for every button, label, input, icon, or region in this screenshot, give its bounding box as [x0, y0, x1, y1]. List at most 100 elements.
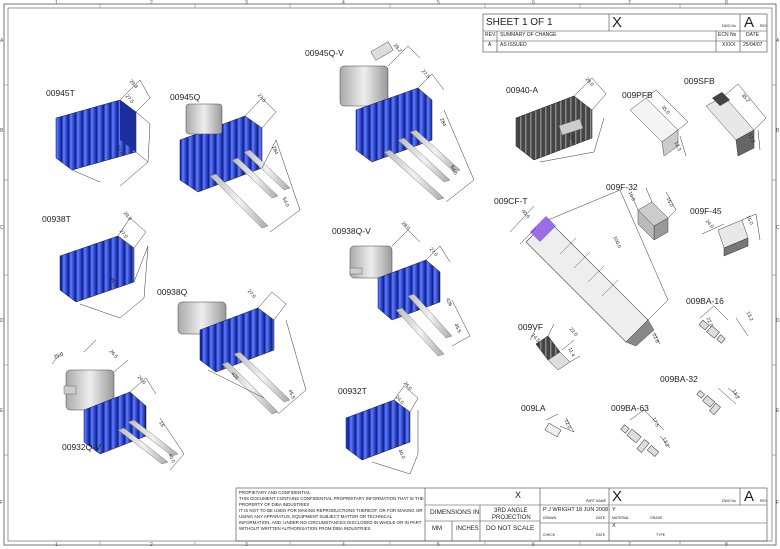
part-label-009BA32: 009BA-32: [660, 374, 698, 384]
part-00940A-illustration: [515, 77, 607, 163]
zone-col-1: 1: [55, 0, 58, 6]
date-col-header: DATE: [746, 32, 759, 38]
sheet-number: SHEET 1 OF 1: [486, 17, 553, 28]
zone-row-D: D: [0, 318, 4, 324]
projection-line-1: 3RD ANGLE: [494, 508, 528, 514]
footer-rev-label: REV: [760, 499, 768, 503]
part-009SFB-illustration: [705, 83, 767, 157]
part-00932QV-illustration: [51, 339, 185, 471]
part-00932T-illustration: [345, 385, 419, 475]
notice-line-2: THIS DOCUMENT CONTAINS CONFIDENTIAL PROP…: [239, 496, 424, 501]
part-009F45-illustration: [701, 213, 761, 257]
zone-row-F: F: [0, 500, 4, 506]
ecn-row-value: XXXX: [722, 42, 736, 48]
zone-row-E: E: [0, 408, 4, 414]
part-label-009BA63: 009BA-63: [611, 403, 649, 413]
drawn-by-value: P J WRIGHT: [543, 507, 575, 513]
zone-col-2-bottom: 2: [150, 542, 153, 548]
zone-col-3: 3: [245, 0, 248, 6]
zone-row-A: A: [0, 38, 4, 44]
header-rev-label: REV: [760, 24, 768, 28]
part-label-009PFB: 009PFB: [622, 90, 653, 100]
notice-line-5: USING ANY APPARATUS, EQUIPMENT SUBJECT M…: [239, 514, 393, 519]
part-label-009CFT: 009CF-T: [494, 196, 528, 206]
part-name-label: PART NAME: [586, 499, 607, 503]
unit-mm: MM: [432, 526, 442, 532]
drawn-y-value: Y: [612, 507, 616, 513]
part-009LA-illustration: [544, 413, 575, 438]
material-x-value: X: [612, 523, 616, 529]
unit-inches: INCHES: [456, 526, 479, 532]
zone-col-1-bottom: 1: [55, 542, 58, 548]
part-label-00938Q: 00938Q: [157, 287, 188, 297]
part-label-00945QV: 00945Q-V: [305, 48, 344, 58]
material-label: MATERIAL: [612, 516, 630, 520]
zone-row-E-right: E: [776, 408, 780, 414]
part-label-009F32: 009F-32: [606, 182, 638, 192]
notice-line-7: WITHOUT WRITTEN AUTHORISATION FROM DIBA …: [239, 526, 371, 531]
drawn-date-value: 18 JUN 2008: [576, 507, 609, 513]
notice-line-3: PROPERTY OF DIBA INDUSTRIES: [239, 502, 310, 507]
part-label-009VF: 009VF: [518, 322, 544, 332]
notice-line-6: INFORMATION, AND, UNDER NO CIRCUMSTANCES…: [239, 520, 422, 525]
part-label-00932QV: 00932Q-V: [62, 442, 101, 452]
footer-dwg-no-label: DWG No: [722, 499, 736, 503]
part-009BA16-illustration: [698, 305, 749, 344]
zone-col-2: 2: [150, 0, 153, 6]
part-label-009F45: 009F-45: [690, 206, 722, 216]
part-009PFB-illustration: [629, 89, 689, 157]
part-009BA63-illustration: [620, 409, 671, 457]
zone-col-4: 4: [342, 0, 345, 6]
zone-col-7-bottom: 7: [628, 542, 631, 548]
part-label-00945T: 00945T: [46, 88, 75, 98]
zone-row-F-right: F: [776, 500, 780, 506]
zone-col-8: 8: [725, 0, 728, 6]
zone-col-4-bottom: 4: [342, 542, 345, 548]
part-009F32-illustration: [631, 187, 677, 241]
check-label: CHECK: [543, 533, 556, 537]
header-x: X: [612, 14, 623, 31]
type-label: TYPE: [656, 533, 666, 537]
zone-col-3-bottom: 3: [245, 542, 248, 548]
zone-col-6: 6: [532, 0, 535, 6]
zone-row-D-right: D: [776, 318, 780, 324]
zone-row-C-right: C: [776, 225, 780, 231]
rev-col-header: REV.: [485, 32, 497, 38]
part-label-00938T: 00938T: [42, 214, 71, 224]
title-x: X: [515, 490, 522, 500]
drawn-label: DRAWN: [543, 516, 557, 520]
part-00938Q-illustration: [177, 291, 307, 415]
zone-row-C: C: [0, 225, 4, 231]
zone-col-5: 5: [437, 0, 440, 6]
notice-line-1: PROPIETARY AND CONFIDENTIAL: [239, 490, 311, 495]
part-00945Q-illustration: [179, 97, 301, 233]
part-label-009BA16: 009BA-16: [686, 296, 724, 306]
zone-col-8-bottom: 8: [725, 542, 728, 548]
zone-col-6-bottom: 6: [532, 542, 535, 548]
summary-row-value: AS ISSUED: [500, 42, 527, 48]
part-009VF-illustration: [529, 323, 581, 371]
zone-col-5-bottom: 5: [437, 542, 440, 548]
grade-label: GRADE: [650, 516, 663, 520]
part-name-x: X: [612, 488, 623, 505]
header-dwg-no-label: DWG No: [722, 24, 736, 28]
footer-rev-letter: A: [744, 488, 755, 505]
header-rev-letter: A: [744, 14, 755, 31]
dimensions-in-label: DIMENSIONS IN: [430, 509, 480, 516]
rev-row-value: A: [488, 42, 492, 48]
part-label-00938QV: 00938Q-V: [332, 226, 371, 236]
part-00945T-illustration: [55, 79, 151, 187]
part-009BA32-illustration: [696, 387, 741, 416]
projection-line-2: PROJECTION: [492, 515, 531, 521]
date-row-value: 25/04/07: [743, 42, 763, 48]
check-date-label: DATE: [596, 533, 606, 537]
zone-row-A-right: A: [776, 38, 780, 44]
part-label-00932T: 00932T: [338, 386, 367, 396]
part-label-009SFB: 009SFB: [684, 76, 715, 86]
ecn-col-header: ECN No: [718, 32, 737, 38]
part-00938T-illustration: [59, 217, 149, 319]
part-label-00940A: 00940-A: [506, 85, 539, 95]
zone-col-7: 7: [628, 0, 631, 6]
